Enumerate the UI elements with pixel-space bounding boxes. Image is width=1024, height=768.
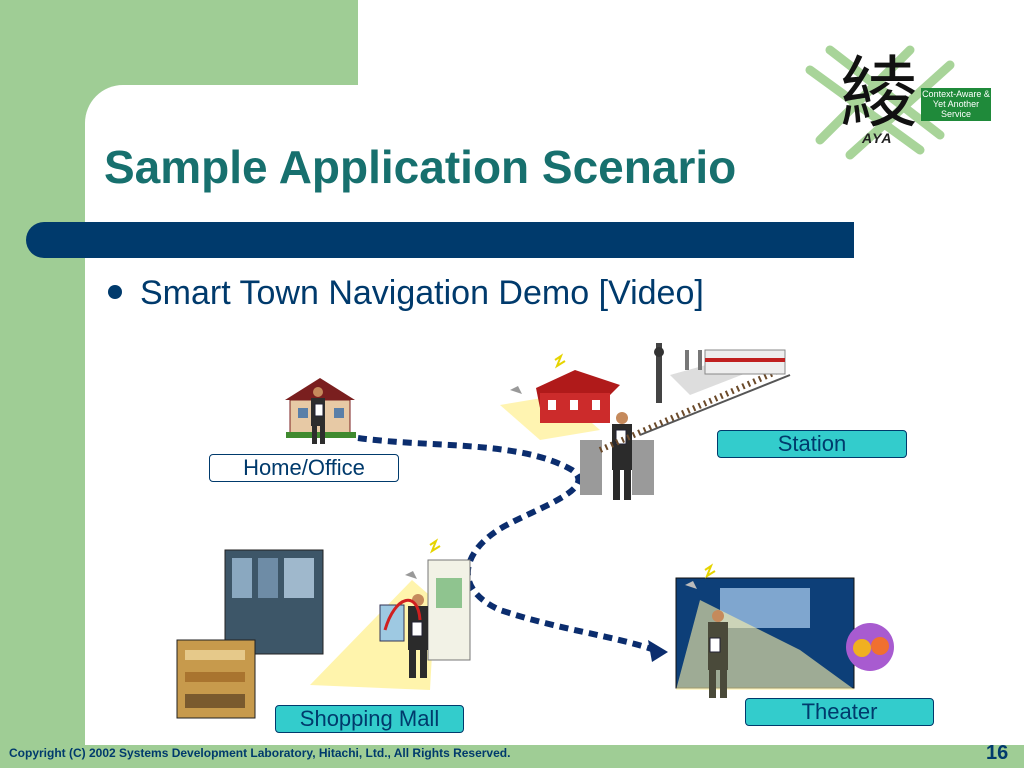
aya-logo: 綾 Context-Aware & Yet Another Service AY… (800, 30, 1000, 160)
theater-icon (675, 563, 894, 698)
person-icon-home (311, 387, 325, 444)
page-number: 16 (986, 742, 1009, 764)
path-arrowhead (648, 640, 668, 662)
footer-copyright: Copyright (C) 2002 Systems Development L… (9, 746, 511, 760)
mall-icon (176, 538, 471, 719)
label-shopping-mall: Shopping Mall (275, 705, 464, 733)
bullet-dot-icon (108, 285, 122, 300)
label-theater: Theater (745, 698, 934, 726)
bullet-item: Smart Town Navigation Demo [Video] (108, 274, 704, 313)
label-station: Station (717, 430, 907, 458)
station-icon (500, 353, 654, 500)
title-underline-bar (26, 222, 854, 258)
slide-title: Sample Application Scenario (104, 141, 737, 193)
top-right-panel (358, 0, 1024, 86)
navigation-path (357, 435, 656, 653)
train-icon (598, 343, 791, 453)
logo-name: AYA (862, 130, 893, 146)
logo-graphic: 綾 (805, 45, 955, 160)
label-home-office: Home/Office (209, 454, 399, 482)
logo-tagline: Context-Aware & Yet Another Service (921, 88, 991, 121)
bullet-text: Smart Town Navigation Demo [Video] (140, 274, 704, 312)
logo-kanji: 綾 (840, 49, 918, 139)
